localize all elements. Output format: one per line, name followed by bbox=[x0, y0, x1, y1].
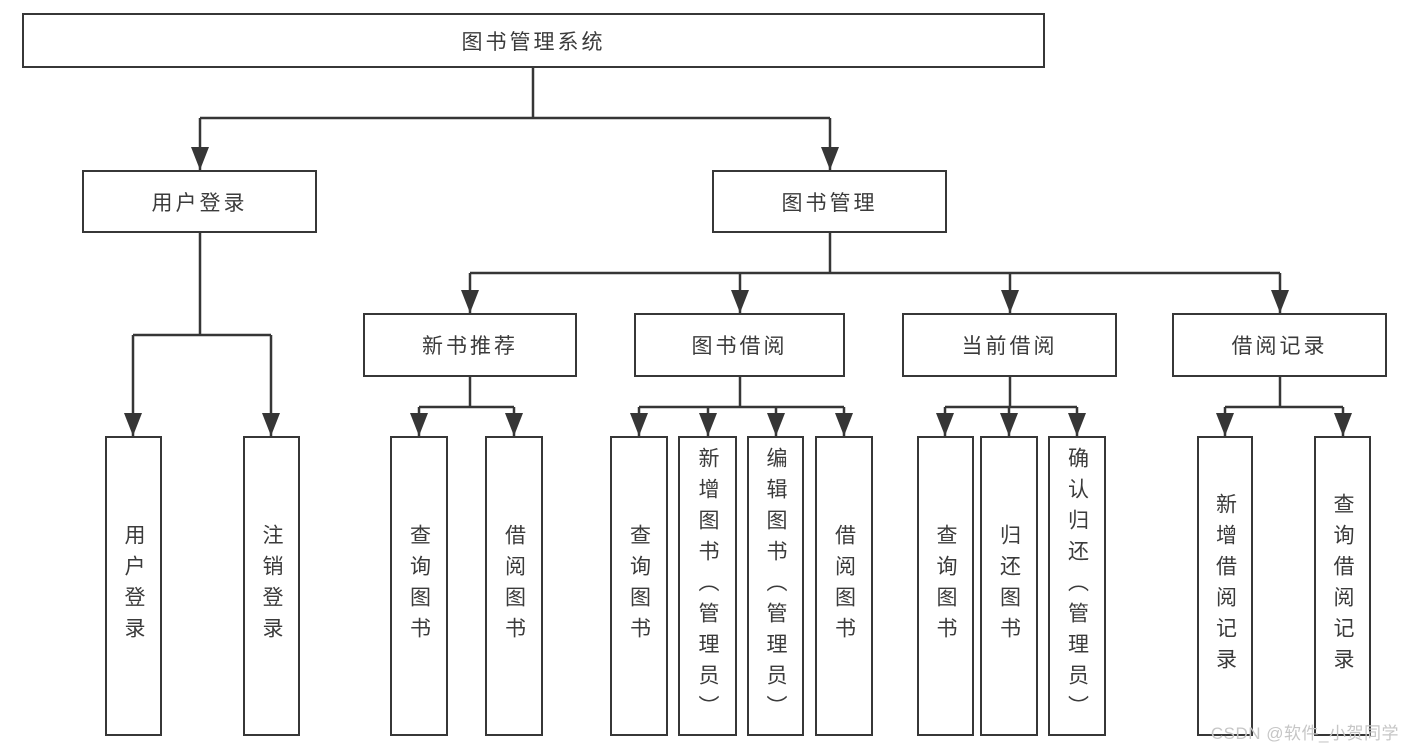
leaf-label: 借阅图书 bbox=[502, 524, 526, 648]
node-book-borrow: 图书借阅 bbox=[634, 313, 845, 377]
arrow-down-icon bbox=[1068, 413, 1086, 436]
leaf-label: 注销登录 bbox=[260, 524, 283, 648]
node-label: 借阅记录 bbox=[1231, 335, 1328, 358]
node-root: 图书管理系统 bbox=[22, 13, 1045, 68]
leaf-label: 确认归还（管理员） bbox=[1065, 446, 1089, 726]
leaf-label: 新增借阅记录 bbox=[1213, 493, 1237, 679]
arrow-down-icon bbox=[1000, 413, 1018, 436]
node-book-management: 图书管理 bbox=[712, 170, 947, 233]
arrow-down-icon bbox=[1001, 290, 1019, 313]
leaf-borrow-book-2: 借阅图书 bbox=[815, 436, 873, 736]
csdn-watermark: CSDN @软件_小贺同学 bbox=[1210, 724, 1399, 743]
node-label: 当前借阅 bbox=[961, 335, 1058, 358]
leaf-label: 用户登录 bbox=[122, 524, 145, 648]
leaf-add-borrow-record: 新增借阅记录 bbox=[1197, 436, 1253, 736]
leaf-label: 编辑图书（管理员） bbox=[764, 446, 787, 726]
arrow-down-icon bbox=[1271, 290, 1289, 313]
arrow-down-icon bbox=[124, 413, 142, 436]
leaf-user-login: 用户登录 bbox=[105, 436, 162, 736]
arrow-down-icon bbox=[1216, 413, 1234, 436]
arrowhead-icons bbox=[124, 147, 1352, 436]
node-borrow-record: 借阅记录 bbox=[1172, 313, 1387, 377]
arrow-down-icon bbox=[821, 147, 839, 170]
leaf-label: 查询图书 bbox=[407, 524, 431, 648]
arrow-down-icon bbox=[262, 413, 280, 436]
node-new-book-recommend: 新书推荐 bbox=[363, 313, 577, 377]
leaf-confirm-return-admin: 确认归还（管理员） bbox=[1048, 436, 1106, 736]
arrow-down-icon bbox=[699, 413, 717, 436]
node-label: 图书管理 bbox=[781, 191, 878, 215]
leaf-label: 借阅图书 bbox=[832, 524, 856, 648]
leaf-logout: 注销登录 bbox=[243, 436, 300, 736]
leaf-label: 查询图书 bbox=[934, 524, 957, 648]
node-user-login: 用户登录 bbox=[82, 170, 317, 233]
node-root-label: 图书管理系统 bbox=[461, 30, 606, 54]
arrow-down-icon bbox=[191, 147, 209, 170]
leaf-edit-book-admin: 编辑图书（管理员） bbox=[747, 436, 804, 736]
leaf-query-book-3: 查询图书 bbox=[917, 436, 974, 736]
leaf-query-borrow-record: 查询借阅记录 bbox=[1314, 436, 1371, 736]
arrow-down-icon bbox=[461, 290, 479, 313]
arrow-down-icon bbox=[767, 413, 785, 436]
arrow-down-icon bbox=[1334, 413, 1352, 436]
node-label: 新书推荐 bbox=[422, 335, 518, 358]
leaf-add-book-admin: 新增图书（管理员） bbox=[678, 436, 737, 736]
arrow-down-icon bbox=[936, 413, 954, 436]
leaf-label: 查询借阅记录 bbox=[1331, 493, 1354, 679]
leaf-borrow-book-1: 借阅图书 bbox=[485, 436, 543, 736]
node-label: 用户登录 bbox=[151, 191, 248, 215]
leaf-label: 新增图书（管理员） bbox=[696, 446, 719, 726]
arrow-down-icon bbox=[410, 413, 428, 436]
node-current-borrow: 当前借阅 bbox=[902, 313, 1117, 377]
connector-line-group bbox=[131, 68, 1345, 436]
leaf-query-book-1: 查询图书 bbox=[390, 436, 448, 736]
leaf-label: 归还图书 bbox=[997, 524, 1021, 648]
leaf-query-book-2: 查询图书 bbox=[610, 436, 668, 736]
arrow-down-icon bbox=[505, 413, 523, 436]
arrow-down-icon bbox=[835, 413, 853, 436]
node-label: 图书借阅 bbox=[691, 335, 788, 358]
arrow-down-icon bbox=[731, 290, 749, 313]
arrow-down-icon bbox=[630, 413, 648, 436]
leaf-label: 查询图书 bbox=[627, 524, 651, 648]
leaf-return-book: 归还图书 bbox=[980, 436, 1038, 736]
